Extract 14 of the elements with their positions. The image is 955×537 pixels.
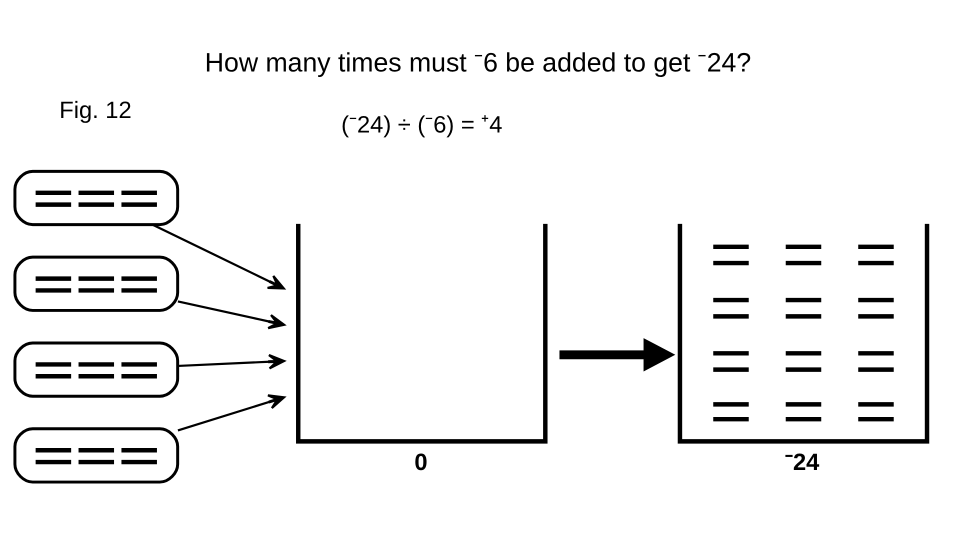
arrow bbox=[152, 223, 284, 290]
node-capsule bbox=[12, 341, 179, 398]
diagram-title: How many times must ⁻6 be added to get ⁻24? bbox=[204, 46, 751, 77]
label: Fig. 12 bbox=[58, 97, 132, 124]
arrow bbox=[177, 300, 285, 329]
label: (⁻24) ÷ (⁻6) = ⁺4 bbox=[340, 112, 502, 138]
node-capsule bbox=[12, 255, 179, 312]
node-capsule bbox=[12, 169, 179, 226]
arrow bbox=[177, 394, 285, 431]
arrow bbox=[558, 338, 675, 371]
arrow bbox=[177, 353, 285, 369]
node-capsule bbox=[12, 426, 179, 484]
node-text: 0 bbox=[414, 449, 428, 476]
node-label: ⁻24 bbox=[784, 449, 819, 476]
